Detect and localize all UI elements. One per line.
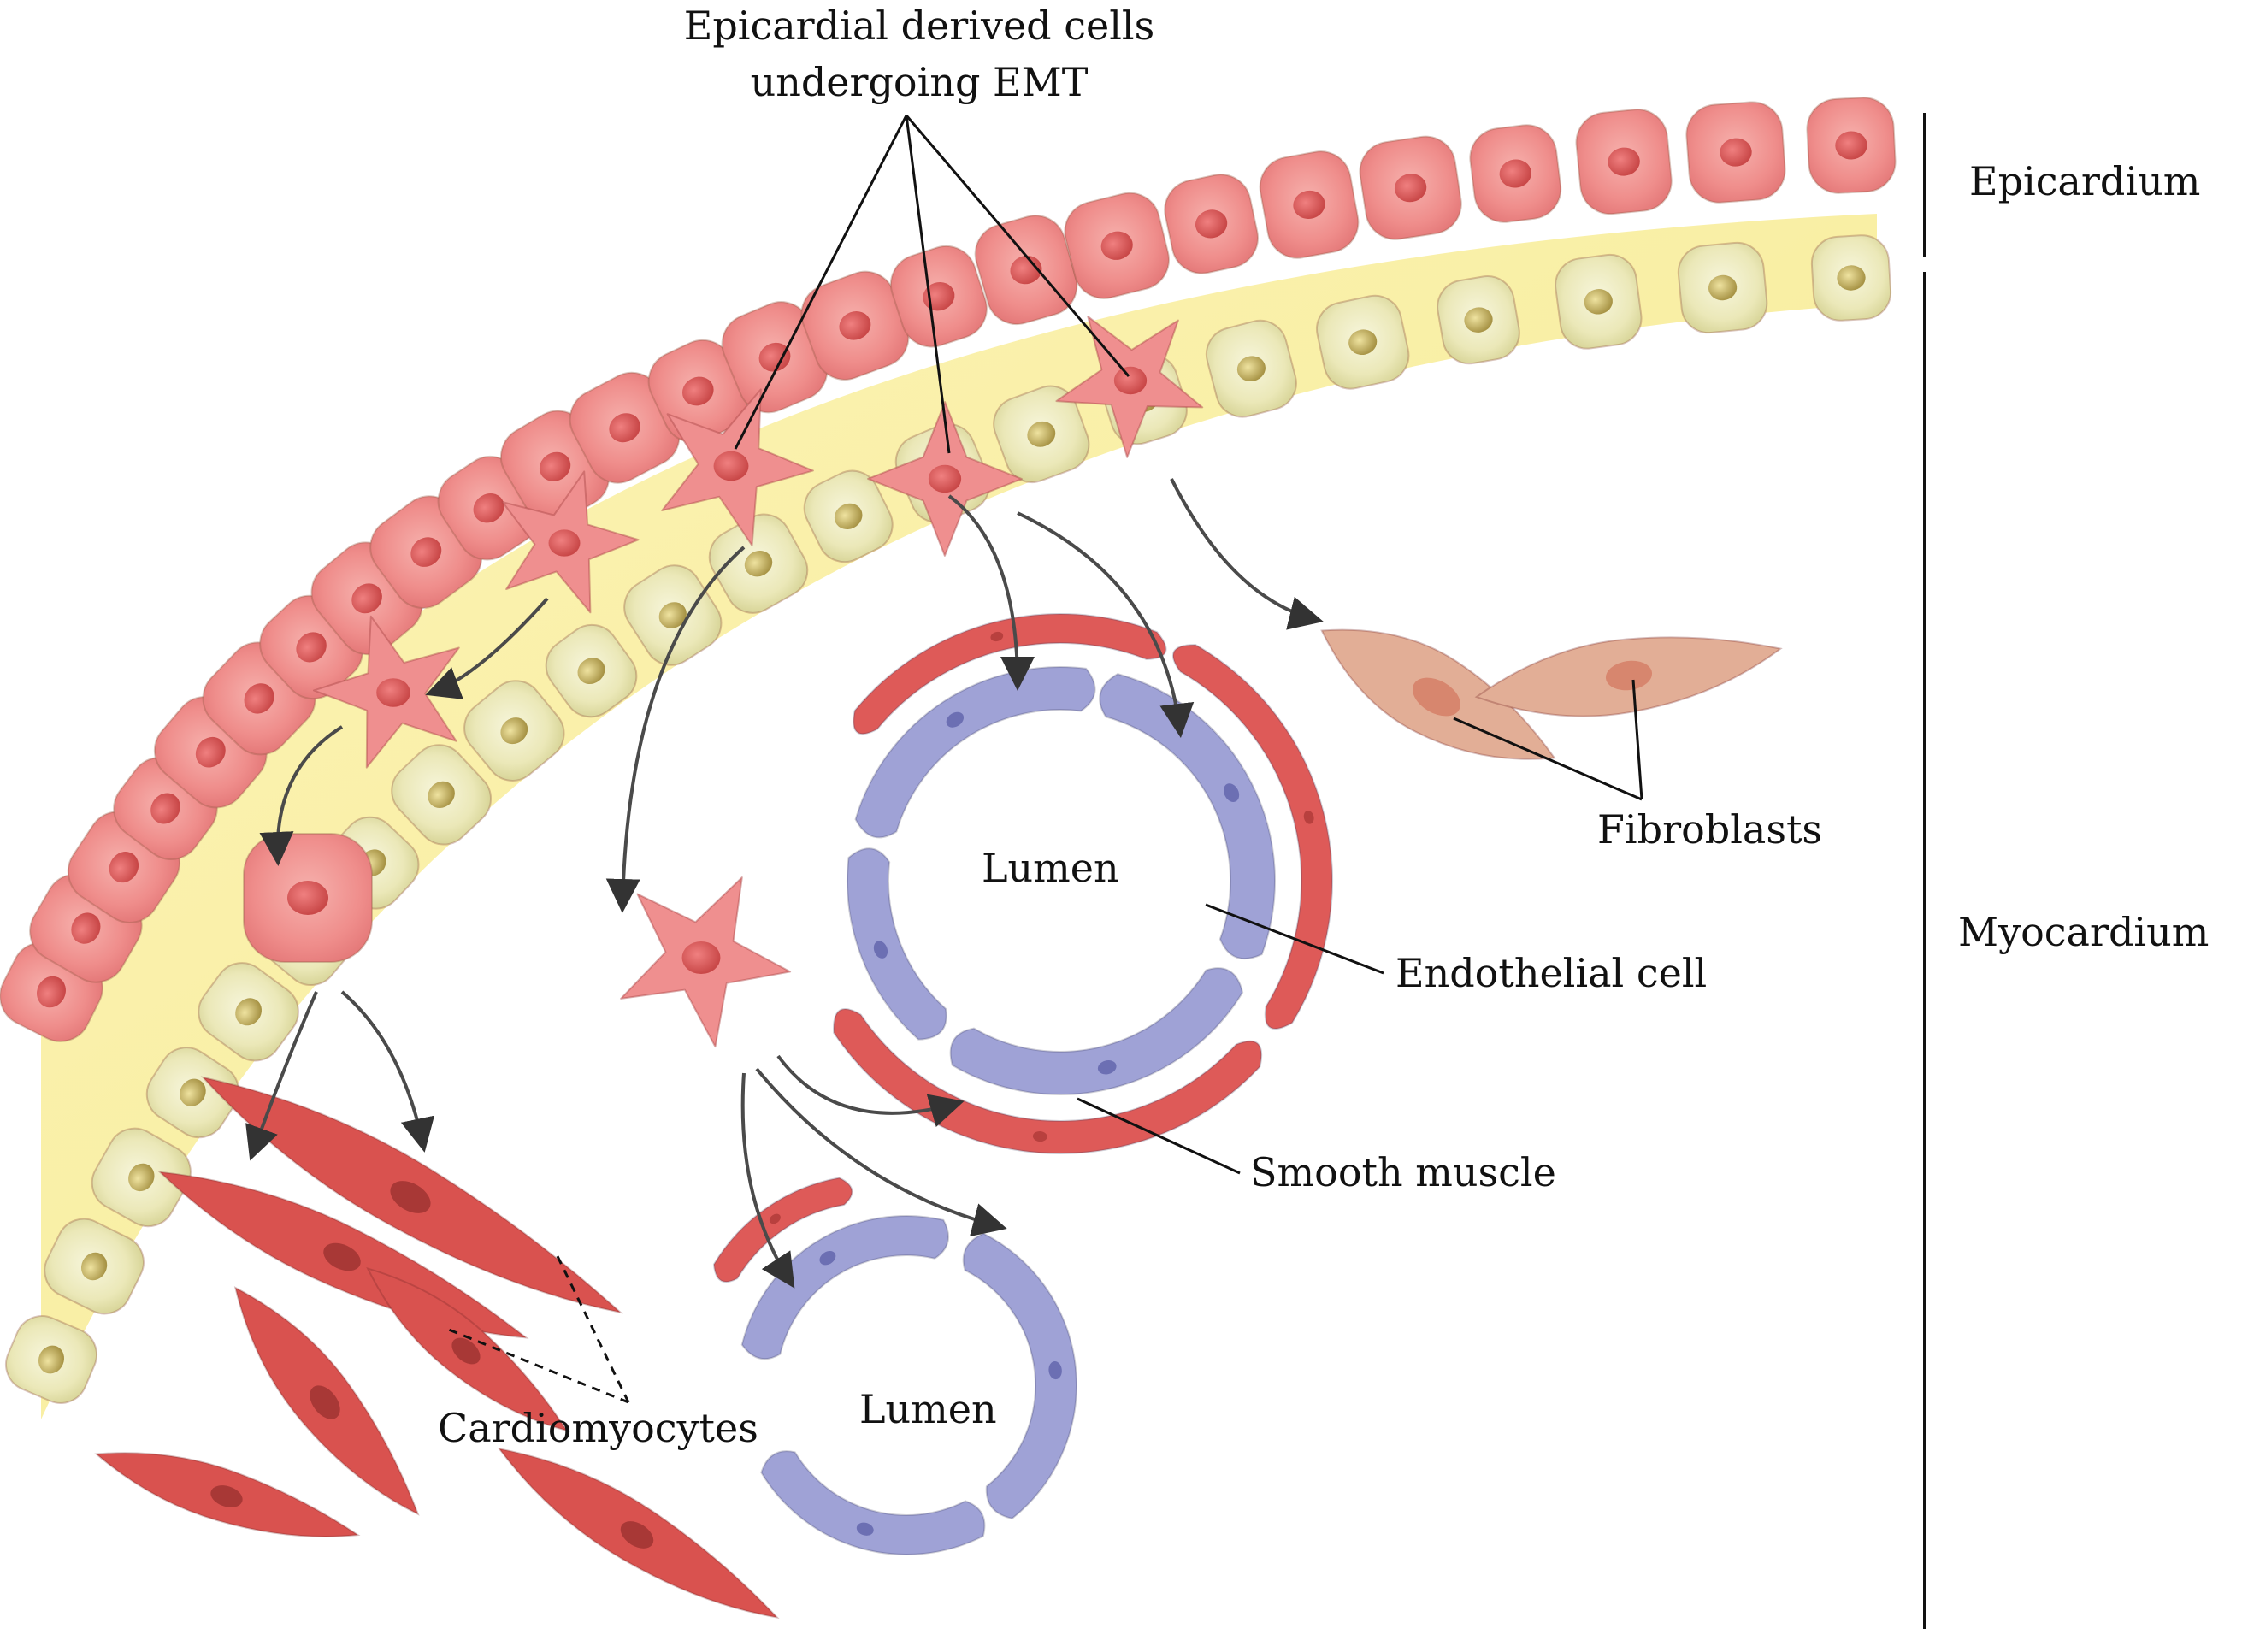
lumen-upper-label: Lumen [982,845,1119,891]
cardiomyocyte [233,1286,420,1516]
myocardial-cell [1316,294,1410,390]
migration-arrow [245,991,318,1161]
epicardial-cell [1806,97,1897,194]
myocardial-cell [623,564,723,666]
epicardial-cell [1259,150,1360,259]
cardiomyocyte [497,1447,780,1619]
endothelial-cell [854,666,1096,839]
myocardial-cell [1810,234,1892,322]
myocardium-label: Myocardium [1958,909,2209,955]
endothelial-cell [847,847,947,1041]
myocardial-cell [803,469,894,563]
myocardial-cell [463,680,565,782]
lumen-lower-label: Lumen [859,1386,997,1432]
migration-arrow [1170,478,1324,630]
migration-arrow [605,546,746,913]
myocardial-cell [1205,319,1297,418]
epicardial-cell-row [0,97,1897,1042]
cardiomyocyte [94,1452,361,1538]
leader-line-dashed [448,1328,629,1404]
leader-line [1205,903,1384,975]
smooth-muscle-cell [712,1177,853,1283]
epicardial-cell [569,371,681,484]
leader-line [1631,679,1643,800]
epicardial-derived-cell [243,833,373,963]
myocardial-cell [145,1047,240,1139]
endothelial-cell [962,1232,1077,1519]
myocardial-cell [545,623,638,718]
emt-cell [501,470,640,614]
endothelial-cell [740,1215,950,1360]
epicardial-cell [1359,135,1462,240]
epicardial-cell [1164,174,1259,274]
fibroblast [1320,628,1556,760]
cardiomyocytes-label: Cardiomyocytes [438,1405,758,1451]
leader-line-dashed [554,1252,630,1403]
migration-arrows [245,478,1324,1289]
cardiomyocyte [366,1266,569,1432]
epicardial-cell [1064,192,1170,299]
myocardial-cell [44,1218,145,1315]
leader-line [1077,1097,1241,1175]
migration-arrow [947,494,1035,691]
myocardial-cell [708,513,809,614]
migration-arrow [755,1067,1007,1237]
myocardial-cell [1437,275,1520,365]
smooth-muscle-label: Smooth muscle [1250,1149,1556,1195]
migration-arrow [740,1072,795,1289]
epicardial-cell [1685,101,1786,204]
emt-label-line1: Epicardial derived cells [684,3,1155,49]
emt-cell [1055,316,1204,458]
migration-arrow [425,597,549,699]
myocardial-cell [993,385,1090,483]
leader-line [905,115,1130,377]
migration-arrow [340,990,435,1153]
migration-arrow [1017,511,1195,738]
endothelial-cell [760,1450,986,1555]
myocardial-cell [1555,253,1643,350]
leader-lines [448,115,1643,1404]
epicardial-cell [1469,124,1562,223]
cardiomyocyte [200,1076,623,1314]
epicardial-cell [1575,109,1673,215]
epicardial-cell [721,301,829,414]
epicardial-cell [974,215,1078,326]
leader-line [1453,717,1643,801]
myocardial-cell [5,1315,97,1404]
endothelial-cell-label: Endothelial cell [1395,950,1707,996]
smooth-muscle-cell [853,612,1167,735]
emt-label-line2: undergoing EMT [751,59,1089,105]
smooth-muscle-cell [1171,644,1333,1030]
leader-line [905,115,951,454]
myocardial-cell [198,962,299,1062]
emt-cell [313,615,460,769]
myocardial-cell [1677,241,1768,334]
endothelial-cell [949,967,1244,1095]
myocardial-cell [91,1127,192,1228]
emt-cell [661,388,814,546]
myocardial-cell [391,744,492,846]
fibroblasts-label: Fibroblasts [1597,806,1822,853]
cardiomyocyte [157,1171,529,1339]
emt-cell [620,876,792,1048]
emt-cell [867,401,1023,557]
epicardium-label: Epicardium [1969,158,2200,204]
migration-arrow [259,725,344,866]
migration-arrow [776,1054,965,1128]
fibroblast [1474,636,1783,717]
leader-line [734,115,908,450]
endothelial-cell [1099,673,1276,960]
